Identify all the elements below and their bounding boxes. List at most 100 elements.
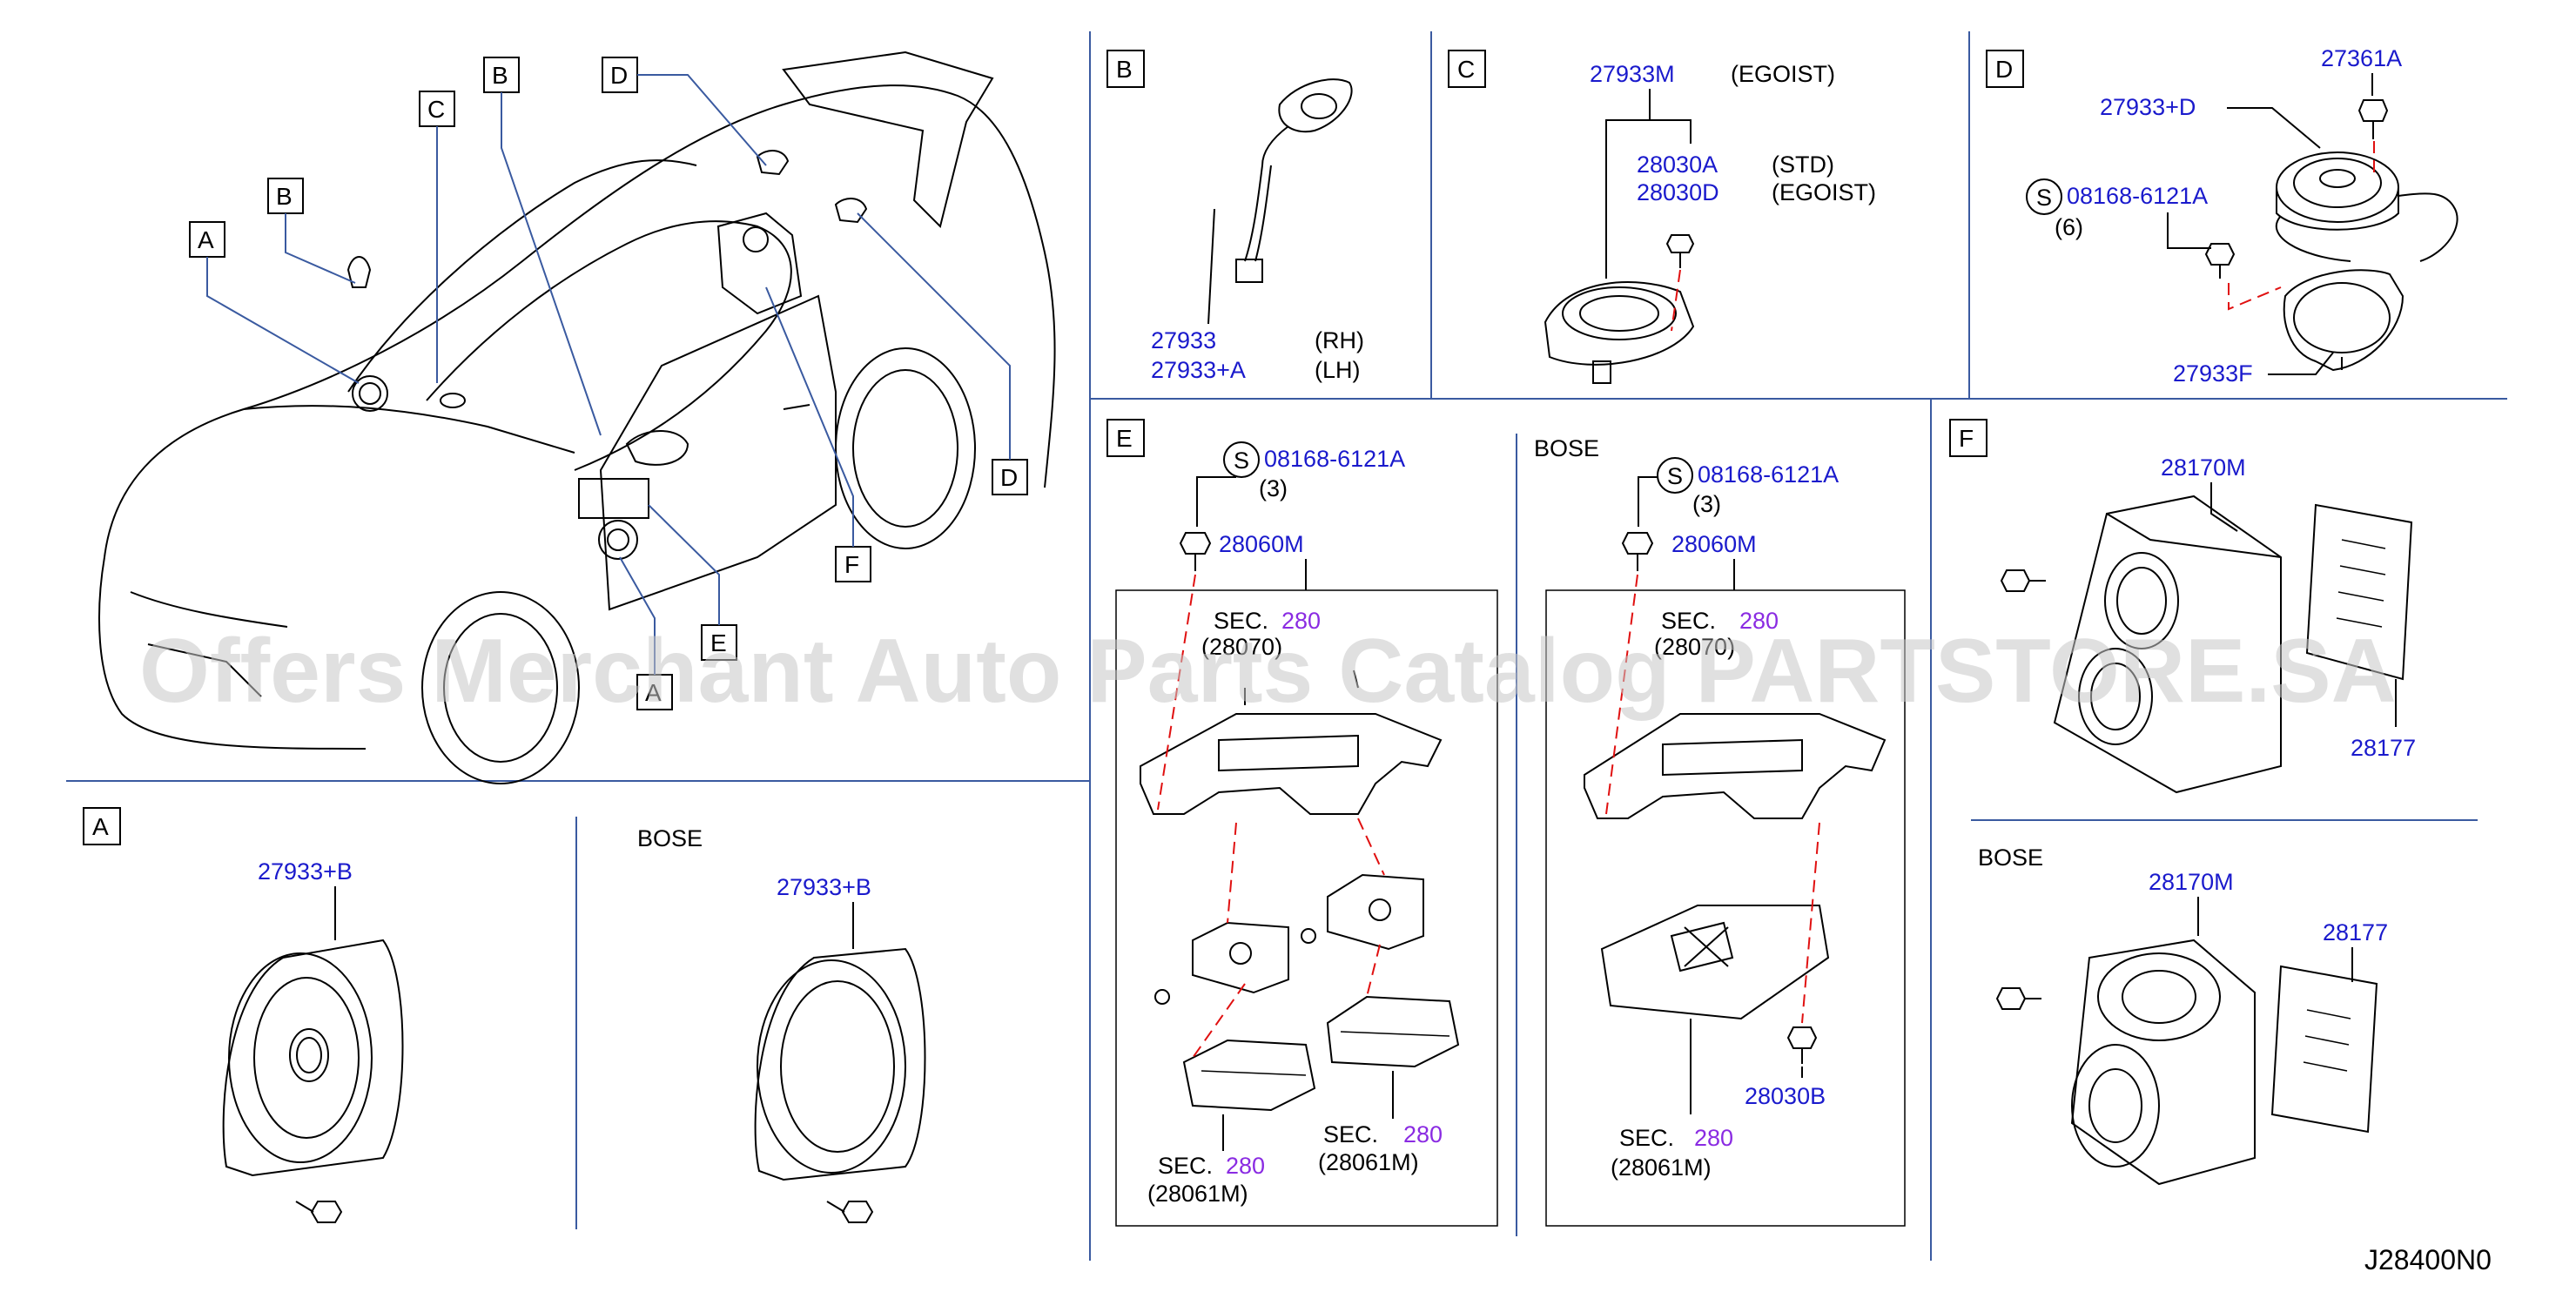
panel-E-screw-prefix: S [1234, 447, 1249, 474]
bolt-e-bose [1786, 1026, 1818, 1064]
panel-F-bose-label: BOSE [1978, 845, 2043, 871]
amp-right [1326, 995, 1460, 1068]
screws-e-small [1154, 928, 1316, 1005]
bolt-d-top [2357, 99, 2389, 139]
watermark: Offers Merchant Auto Parts Catalog PARTS… [139, 621, 2397, 722]
tweeter-b [1235, 78, 1353, 283]
panel-C: C 27933M (EGOIST) 28030A (STD) 28030D (E… [1448, 50, 1876, 384]
amp-f [2305, 503, 2413, 681]
panel-E-sec-top: SEC. [1214, 608, 1268, 634]
screw-std [295, 1201, 343, 1223]
panel-B: B 27933 (RH) 27933+A (LH) [1106, 50, 1364, 383]
panel-D-screw-prefix: S [2036, 185, 2052, 211]
mount-bracket-e-bose [1584, 713, 1887, 819]
panel-C-part-std: 28030A [1637, 151, 1718, 178]
panel-E-bose-bolt: 28030B [1745, 1083, 1826, 1109]
panel-A-bose-label: BOSE [637, 825, 703, 851]
panel-D-bolt: 27361A [2321, 45, 2402, 71]
panel-E-sec-left-num: 280 [1226, 1153, 1265, 1179]
panel-E-screw-qty: (3) [1259, 475, 1288, 501]
subwoofer-enclosure [2053, 495, 2282, 794]
sub-bracket-right [1327, 873, 1424, 951]
sub-bracket-left [1192, 921, 1289, 994]
panel-E-bose-sec-top-num: 280 [1739, 608, 1779, 634]
panel-D-bracket: 27933F [2173, 360, 2253, 387]
panel-F-bose-enclosure: 28170M [2149, 869, 2234, 895]
callout-B-1: B [276, 183, 293, 210]
amp-left [1182, 1039, 1316, 1112]
callout-C: C [427, 96, 445, 123]
screw-d [2204, 243, 2236, 279]
panel-E-screw: 08168-6121A [1264, 446, 1405, 472]
bracket-d [2283, 269, 2404, 372]
panel-E-bracket: 28060M [1219, 531, 1304, 557]
panel-B-lh: (LH) [1315, 357, 1361, 383]
screw-e [1179, 532, 1212, 571]
panel-E-sec-right: SEC. [1323, 1121, 1378, 1147]
screw-bose [826, 1201, 874, 1223]
amp-bose [1600, 905, 1830, 1020]
panel-E-letter: E [1116, 425, 1133, 452]
panel-A-letter: A [92, 813, 109, 840]
panel-F-bose-amp: 28177 [2323, 919, 2388, 945]
panel-D-screw: 08168-6121A [2067, 183, 2208, 209]
panel-E-sec-left: SEC. [1158, 1153, 1213, 1179]
panel-A-part: 27933+B [258, 858, 353, 885]
panel-F: F 28170M 28177 BOSE 28170M [1949, 419, 2416, 1186]
panel-C-part-egoist: 28030D [1637, 179, 1719, 205]
panel-E-bose-sec-top-ref: (28070) [1654, 634, 1735, 660]
panel-A: A 27933+B BOSE 27933+B [83, 807, 926, 1223]
panel-E-bose-screw-qty: (3) [1692, 491, 1721, 517]
panel-A-bose-part: 27933+B [777, 874, 871, 900]
panel-E-bose-screw-prefix: S [1667, 463, 1683, 489]
callout-F: F [844, 551, 859, 578]
panel-F-letter: F [1959, 425, 1974, 452]
callout-E: E [710, 629, 727, 656]
panel-D-screw-qty: (6) [2055, 214, 2083, 240]
panel-E-bose-bracket: 28060M [1671, 531, 1757, 557]
panel-E-sec-left-ref: (28061M) [1147, 1181, 1248, 1207]
panel-C-note-top: (EGOIST) [1731, 61, 1835, 87]
panel-E-sec-top-num: 280 [1281, 608, 1321, 634]
panel-E-bose-sec-top: SEC. [1661, 608, 1716, 634]
panel-C-part-top: 27933M [1590, 61, 1675, 87]
panel-E-sec-top-ref: (28070) [1201, 634, 1282, 660]
car-overview-drawing [98, 50, 1056, 784]
panel-E: E S 08168-6121A (3) 28060M SEC. 280 (280… [1106, 419, 1906, 1227]
panel-E-bose-sec-bottom-num: 280 [1694, 1125, 1733, 1151]
panel-E-bose-label: BOSE [1534, 435, 1599, 461]
panel-B-part-lh: 27933+A [1151, 357, 1246, 383]
diagram-code: J28400N0 [2364, 1244, 2492, 1275]
callout-A-1: A [198, 226, 214, 253]
door-speaker-std [222, 939, 404, 1177]
panel-E-bose-screw: 08168-6121A [1698, 461, 1839, 488]
panel-dividers [66, 31, 2507, 1261]
panel-E-sec-right-ref: (28061M) [1318, 1149, 1419, 1175]
panel-C-note-std: (STD) [1772, 151, 1834, 178]
screw-e-bose [1621, 532, 1654, 571]
panel-B-rh: (RH) [1315, 327, 1364, 353]
rear-speaker-d [2275, 151, 2458, 262]
amp-f-bose [2270, 965, 2378, 1134]
panel-D: D 27361A 27933+D S 08168-6121A (6) [1986, 45, 2458, 387]
bolt-c [1665, 234, 1695, 268]
panel-F-enclosure: 28170M [2161, 454, 2246, 481]
panel-B-letter: B [1116, 56, 1133, 83]
panel-E-bose-sec-bottom-ref: (28061M) [1611, 1154, 1712, 1181]
panel-D-speaker: 27933+D [2100, 94, 2196, 120]
callout-B-2: B [492, 62, 508, 89]
callout-D-1: D [610, 62, 628, 89]
panel-B-part-rh: 27933 [1151, 327, 1216, 353]
mount-bracket-e [1140, 670, 1443, 815]
panel-D-letter: D [1995, 56, 2013, 83]
subwoofer-enclosure-bose [2070, 939, 2256, 1186]
screw-f-bose [1995, 987, 2041, 1010]
panel-E-bose-sec-bottom: SEC. [1619, 1125, 1674, 1151]
panel-C-note-egoist: (EGOIST) [1772, 179, 1876, 205]
screw-f [2000, 569, 2046, 592]
callout-A-2: A [645, 679, 662, 706]
overview-callouts: A B C D B D F E A [189, 57, 1028, 710]
center-speaker [1544, 281, 1695, 384]
panel-E-sec-right-num: 280 [1403, 1121, 1443, 1147]
